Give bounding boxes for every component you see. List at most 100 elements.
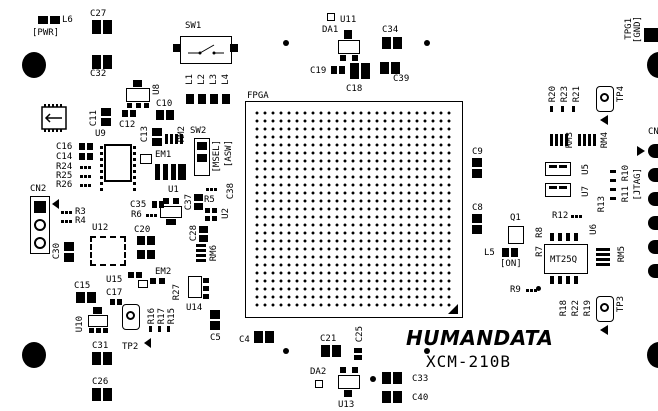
mounting-hole-bottom-left [22, 342, 46, 368]
c20-pads [137, 236, 155, 245]
mt25q-chip [544, 244, 588, 274]
u12-ic [90, 236, 126, 266]
l6-label: L6 [62, 15, 73, 25]
u2-pads [205, 216, 217, 221]
da2-label: DA2 [310, 367, 327, 377]
tp4-testpoint [596, 86, 614, 112]
r6-pads [146, 214, 157, 217]
u7-pads [549, 186, 567, 189]
tp2-testpoint [122, 304, 140, 330]
rm3-pads [550, 134, 568, 146]
mt25q-pads-top [550, 233, 578, 241]
u2-pads [205, 208, 217, 213]
u9-pins [133, 146, 136, 191]
l5-label: L5 [484, 248, 495, 258]
u11-pad [344, 30, 352, 39]
c14-pads [79, 153, 93, 160]
sw2-label: SW2 [190, 126, 207, 136]
r3-pads [61, 211, 72, 214]
asw-label: [ASW] [224, 140, 234, 168]
l4-label: L4 [221, 74, 231, 85]
r4-label: R4 [75, 216, 86, 226]
msel-label: [MSEL] [212, 140, 222, 173]
c12-pads [122, 110, 136, 117]
u14-label: U14 [186, 303, 203, 313]
c14-label: C14 [56, 152, 73, 162]
u11-pad [352, 55, 358, 61]
em1-chip [140, 154, 152, 164]
cn1-pin [648, 240, 658, 254]
c8-label: C8 [472, 203, 483, 213]
c16-label: C16 [56, 142, 73, 152]
c27-label: C27 [90, 9, 107, 19]
u8-chip [126, 88, 150, 102]
u15-chip [138, 280, 148, 288]
c21-pads [321, 345, 341, 357]
u15-label: U15 [106, 275, 123, 285]
mt25q-label: MT25Q [550, 255, 578, 265]
c31-label: C31 [92, 341, 109, 351]
fiducial-dot [424, 348, 430, 354]
c21-label: C21 [320, 334, 337, 344]
fpga-bga [245, 101, 463, 318]
u13-label: U13 [338, 400, 355, 410]
c19-label: C19 [310, 66, 327, 76]
u10-pad [96, 328, 101, 333]
cn1-pin [648, 144, 658, 158]
fiducial-dot [424, 40, 430, 46]
c28-pads [199, 226, 208, 242]
c5-pads [210, 310, 220, 330]
tp3-marker [600, 325, 608, 335]
cn2-connector [30, 196, 50, 254]
r17-label: R17 [157, 308, 167, 325]
u13-pad [344, 390, 352, 397]
em1-pads [155, 164, 176, 180]
c4-pads [254, 331, 274, 343]
humandata-logo: HUMANDATA [406, 326, 554, 350]
u10-label: U10 [75, 316, 85, 333]
r10-label: R10 [621, 165, 631, 182]
r23-label: R23 [560, 86, 570, 103]
cn1-label: CN [648, 127, 658, 137]
c19-pads [331, 66, 345, 74]
r24-pads [80, 166, 91, 169]
r10-13-pads [610, 170, 616, 200]
c37-pads [194, 194, 203, 210]
r8-label: R8 [535, 227, 545, 238]
r12-label: R12 [552, 211, 569, 221]
em2-pads [150, 278, 165, 284]
u8-pad [136, 103, 141, 108]
u6-label: U6 [589, 224, 599, 235]
tp4-marker [600, 115, 608, 125]
l3-label: L3 [209, 74, 219, 85]
sw2-pads [197, 142, 207, 162]
u11-pad [340, 55, 346, 61]
rm6-pads [196, 244, 206, 262]
c31-pads [92, 352, 112, 365]
tpg1-pad [644, 28, 658, 42]
r20-label: R20 [548, 86, 558, 103]
u1-pads [163, 198, 179, 204]
u14-chip [188, 276, 202, 298]
u10-pad [89, 328, 94, 333]
fiducial-dot [283, 40, 289, 46]
r6-label: R6 [131, 210, 142, 220]
r25-pads [80, 175, 91, 178]
c18-label: C18 [346, 84, 363, 94]
mounting-hole-bottom-right [647, 342, 658, 368]
u8-pad [144, 103, 149, 108]
l2-label: L2 [197, 74, 207, 85]
u8-pad [133, 80, 142, 87]
board-model-label: XCM-210B [426, 352, 512, 371]
c20-label: C20 [134, 225, 151, 235]
gnd-label: [GND] [633, 16, 643, 44]
c28-label: C28 [189, 225, 199, 242]
rm3-label: RM3 [565, 132, 575, 149]
cn2-label: CN2 [30, 184, 47, 194]
c32-pads [92, 55, 112, 69]
c8-pads [472, 214, 482, 234]
sw1-pad [230, 44, 238, 52]
c30-label: C30 [52, 243, 62, 260]
rm4-pads [578, 134, 596, 146]
